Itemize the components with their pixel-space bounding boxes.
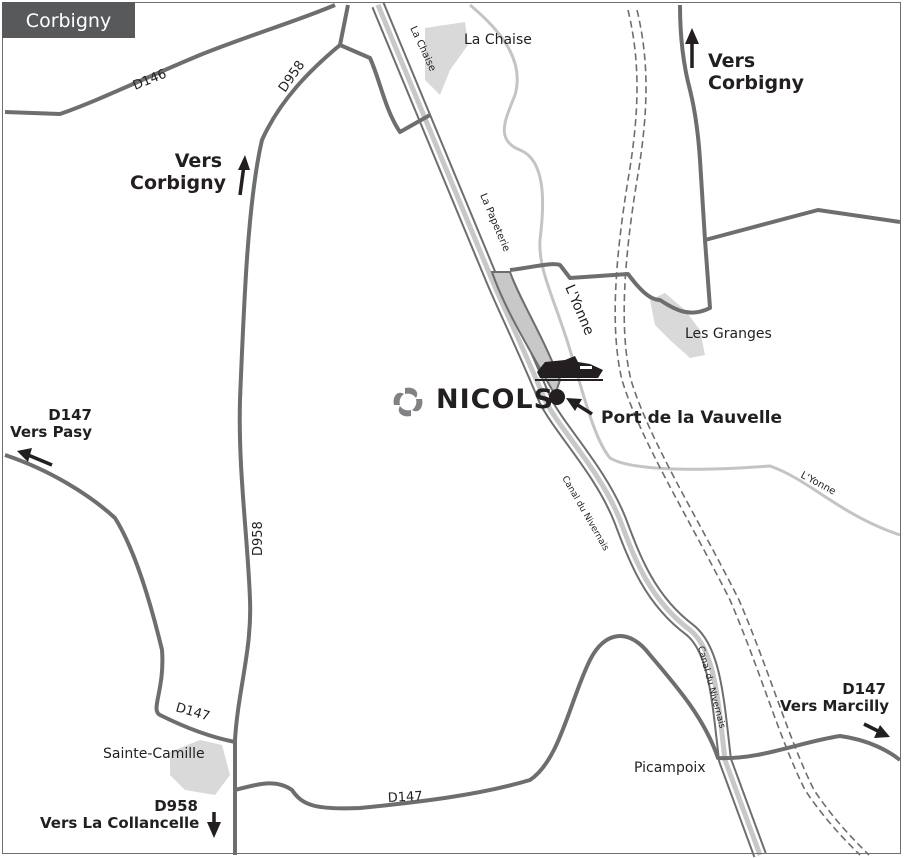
arrow-icon xyxy=(566,398,593,416)
road-label-d146: D146 xyxy=(131,67,169,94)
road-loop xyxy=(339,43,431,134)
arrow-icon xyxy=(238,155,250,196)
les-granges-area xyxy=(650,293,705,358)
road-label-d958-mid: D958 xyxy=(251,521,266,556)
direction-line: D958 xyxy=(154,797,198,815)
place-sainte-camille: Sainte-Camille xyxy=(103,746,205,762)
direction-line: Vers Pasy xyxy=(10,423,92,441)
map-title: Corbigny xyxy=(2,2,135,38)
direction-line: Vers xyxy=(708,50,756,72)
boat-icon xyxy=(535,356,603,381)
place-la-chaise: La Chaise xyxy=(464,32,532,48)
road-north-east xyxy=(678,4,707,241)
direction-line: D147 xyxy=(48,406,92,424)
road-d147-south xyxy=(234,634,902,811)
roads xyxy=(4,3,902,855)
location-dot-icon xyxy=(549,389,565,405)
river-yonne xyxy=(469,3,901,537)
direction-line: Corbigny xyxy=(708,72,804,94)
brand-logo-text: NICOLS xyxy=(436,384,555,415)
direction-line: D147 xyxy=(842,680,886,698)
place-picampoix: Picampoix xyxy=(634,760,706,776)
direction-line: Vers xyxy=(174,150,222,172)
railway xyxy=(614,9,870,856)
road-d958 xyxy=(233,4,350,855)
river-label-yonne-north: L'Yonne xyxy=(561,282,597,337)
arrow-icon xyxy=(17,448,53,467)
direction-line: Corbigny xyxy=(130,172,226,194)
place-les-granges: Les Granges xyxy=(685,326,772,342)
arrow-icon xyxy=(685,28,699,68)
direction-arrows xyxy=(17,28,890,838)
la-chaise-area xyxy=(425,22,468,95)
town-areas xyxy=(170,22,705,795)
direction-line: Vers La Collancelle xyxy=(40,814,200,832)
sainte-camille-area xyxy=(170,740,230,795)
road-d147-west xyxy=(4,453,236,744)
direction-line: Vers Marcilly xyxy=(780,697,890,715)
road-label-d147-west: D147 xyxy=(174,700,212,724)
road-les-granges xyxy=(509,208,901,315)
canal-nivernais xyxy=(371,2,767,858)
place-port-de-la-vauvelle: Port de la Vauvelle xyxy=(601,408,782,428)
nicols-logo-icon xyxy=(393,387,423,417)
arrow-icon xyxy=(863,722,890,738)
arrow-icon xyxy=(207,812,221,838)
road-label-d147-south: D147 xyxy=(387,789,423,806)
road-d146 xyxy=(4,3,336,116)
